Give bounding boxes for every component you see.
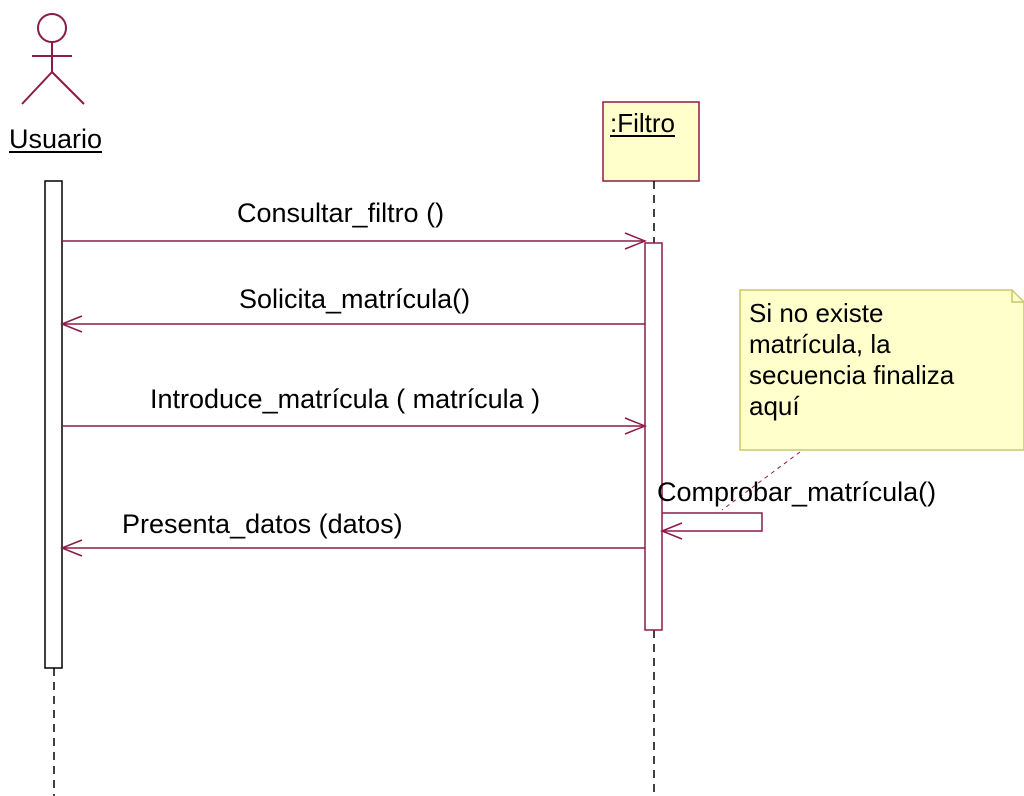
message-label-presenta-datos: Presenta_datos (datos) [122, 509, 403, 539]
message-label-solicita-matricula: Solicita_matrícula() [239, 284, 471, 314]
note-line-1: Si no existe [749, 298, 884, 328]
message-presenta-datos [59, 539, 645, 557]
note-box [739, 289, 1024, 451]
message-solicita-matricula [59, 315, 645, 333]
note-line-4: aquí [749, 391, 800, 421]
message-label-introduce-matricula: Introduce_matrícula ( matrícula ) [150, 384, 541, 414]
actor-name-label: Usuario [9, 124, 103, 154]
note-anchor-line [721, 451, 801, 511]
actor-left-leg [21, 71, 53, 105]
message-comprobar-matricula [659, 512, 763, 540]
object-name-label: :Filtro [610, 108, 675, 138]
message-introduce-matricula [62, 417, 648, 435]
message-label-comprobar-matricula: Comprobar_matrícula() [657, 477, 937, 507]
actor-right-leg [51, 71, 85, 105]
note-fold-corner [1011, 290, 1024, 303]
note-text: Si no existe matrícula, la secuencia fin… [749, 298, 1019, 422]
note-line-2: matrícula, la [749, 329, 891, 359]
activation-filtro [644, 242, 663, 631]
actor-usuario-figure [21, 13, 85, 105]
activation-usuario [44, 180, 63, 669]
note-line-3: secuencia finaliza [749, 360, 955, 390]
object-filtro-box [602, 101, 700, 182]
actor-head [37, 13, 67, 43]
message-label-consultar-filtro: Consultar_filtro () [237, 198, 445, 228]
message-consultar-filtro [62, 232, 648, 250]
